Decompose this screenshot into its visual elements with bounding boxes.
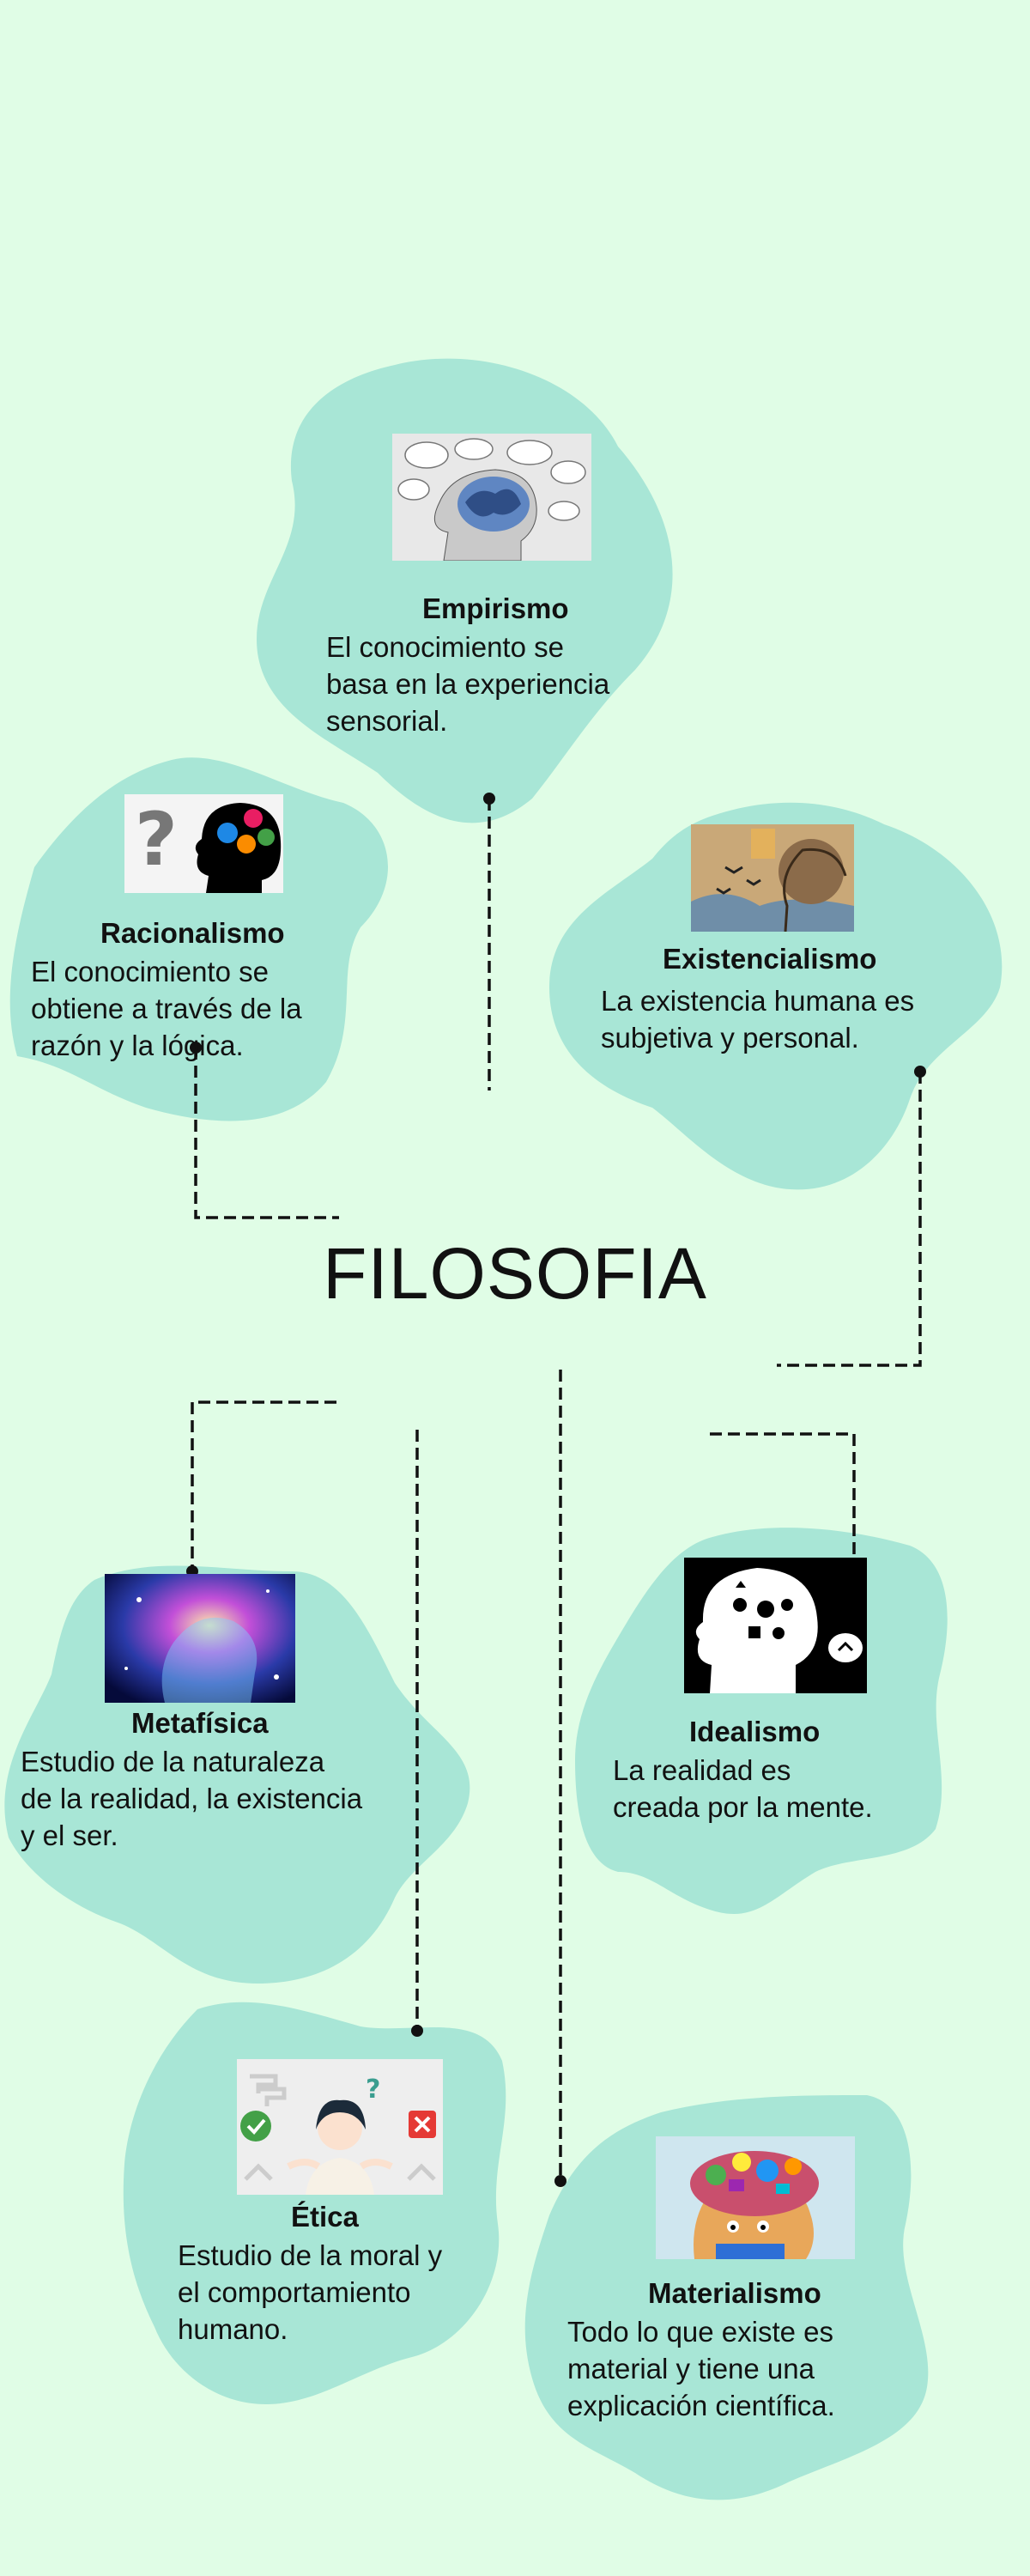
svg-text:?: ? (366, 2075, 380, 2105)
card-desc-metafisica: Estudio de la naturaleza de la realidad,… (21, 1746, 363, 1851)
card-title-racionalismo: Racionalismo (100, 917, 285, 949)
card-desc-racionalismo: El conocimiento se obtiene a través de l… (31, 956, 302, 1061)
blob-empirismo (257, 358, 673, 823)
card-title-empirismo: Empirismo (422, 592, 569, 624)
card-title-etica: Ética (291, 2201, 359, 2233)
svg-text:?: ? (135, 797, 178, 883)
connectors (186, 793, 926, 2187)
blob-racionalismo (9, 757, 389, 1121)
card-title-idealismo: Idealismo (689, 1716, 821, 1747)
question-gears-head-icon: ? (124, 794, 283, 893)
mind-symbols-head-icon (684, 1558, 867, 1693)
card-title-existencialismo: Existencialismo (663, 943, 877, 975)
cosmic-head-icon (105, 1574, 295, 1703)
card-title-metafisica: Metafísica (131, 1707, 269, 1739)
card-desc-idealismo: La realidad es creada por la mente. (613, 1754, 873, 1823)
card-desc-materialismo: Todo lo que existe es material y tiene u… (567, 2316, 835, 2421)
brain-head-icon (392, 434, 591, 561)
head-birds-icon (691, 824, 854, 932)
card-desc-etica: Estudio de la moral y el comportamiento … (178, 2239, 443, 2345)
blob-existencialismo (549, 802, 1003, 1190)
main-title: FILOSOFIA (323, 1233, 707, 1314)
card-title-materialismo: Materialismo (648, 2277, 821, 2309)
objects-head-icon (656, 2136, 855, 2259)
card-desc-existencialismo: La existencia humana es subjetiva y pers… (601, 985, 915, 1054)
card-desc-empirismo: El conocimiento se basa en la experienci… (326, 631, 610, 737)
choice-person-icon: ? (237, 2059, 443, 2195)
